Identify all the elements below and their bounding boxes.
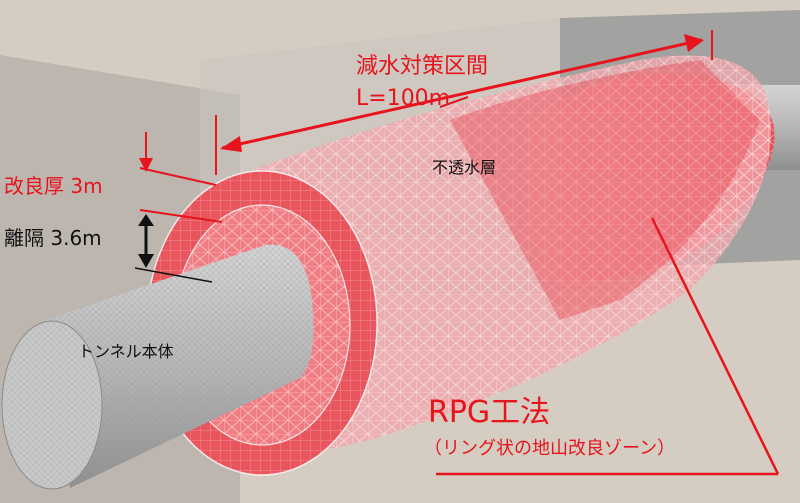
separation-marker-bottom [134,267,213,283]
zone-title-label: 減水対策区間 [356,54,489,79]
thickness-marker-top [139,167,217,186]
tunnel-body-label: トンネル本体 [78,342,174,361]
method-label: RPG工法 [428,395,551,430]
double-arrow-vertical-icon [138,214,154,226]
thickness-marker-bottom [139,209,223,223]
length-arrow-line [221,38,703,150]
rpg-leader-line-1 [650,217,780,475]
method-sub-label: （リング状の地山改良ゾーン） [424,438,676,459]
length-arrow-head-left [220,136,242,152]
separation-label: 離隔 3.6m [4,226,102,250]
zone-length-label: L=100m [356,86,451,111]
impermeable-layer-label: 不透水層 [432,158,497,177]
length-arrow-head-right [684,34,704,52]
thickness-label: 改良厚 3m [4,174,103,198]
arrow-down-icon [139,158,153,172]
